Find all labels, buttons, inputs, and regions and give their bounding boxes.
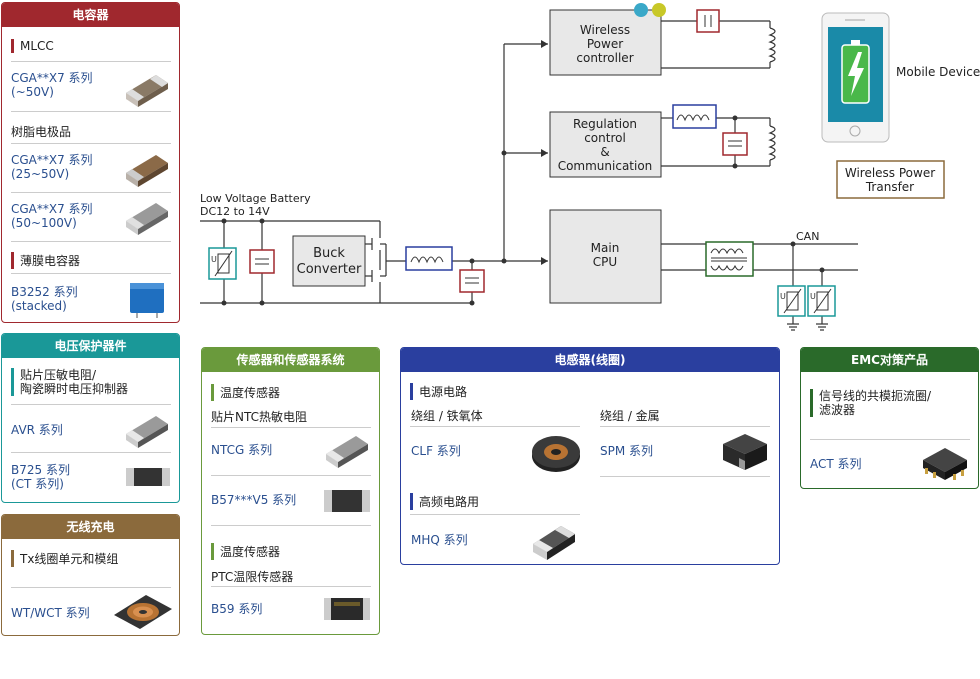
b59-link[interactable]: B59 系列 bbox=[211, 602, 263, 616]
sensor-panel-title: 传感器和传感器系统 bbox=[202, 348, 379, 372]
regulation-block bbox=[549, 111, 662, 178]
inductor-panel: 电感器(线圈) 电源电路 绕组 / 铁氧体 绕组 / 金属 CLF 系列 SPM… bbox=[400, 347, 780, 565]
wireless-power-transfer-box bbox=[836, 160, 945, 199]
ntcg-chip-image bbox=[326, 436, 368, 468]
reg-label-4: Communication bbox=[558, 159, 653, 173]
battery-label-1: Low Voltage Battery bbox=[200, 192, 311, 205]
ferrite-heading: 绕组 / 铁氧体 bbox=[411, 409, 483, 423]
svg-text:U: U bbox=[780, 292, 786, 301]
b57-link[interactable]: B57***V5 系列 bbox=[211, 493, 297, 507]
film-cap-heading: 薄膜电容器 bbox=[11, 252, 80, 269]
cga-x7-25-50v-link[interactable]: CGA**X7 系列 (25~50V) bbox=[11, 153, 93, 181]
capacitor-symbol-reg bbox=[722, 132, 748, 156]
reg-label-3: & bbox=[600, 145, 609, 159]
act-choke-image bbox=[923, 448, 967, 480]
wt-wct-link[interactable]: WT/WCT 系列 bbox=[11, 606, 90, 620]
mlcc-chip-image bbox=[126, 75, 168, 107]
coil-symbol-reg bbox=[768, 125, 776, 161]
buck-label-1: Buck bbox=[313, 246, 345, 261]
sensor-panel: 传感器和传感器系统 温度传感器 贴片NTC热敏电阻 NTCG 系列 B57***… bbox=[201, 347, 380, 635]
protection-panel-title: 电压保护器件 bbox=[2, 334, 179, 358]
teal-dot-icon bbox=[634, 3, 648, 17]
ptc-heading: PTC温限传感器 bbox=[211, 570, 294, 584]
metal-heading: 绕组 / 金属 bbox=[600, 409, 660, 423]
emc-panel: EMC对策产品 信号线的共模扼流圈/ 滤波器 ACT 系列 bbox=[800, 347, 979, 489]
ntcg-link[interactable]: NTCG 系列 bbox=[211, 443, 273, 457]
capacitor-symbol-left bbox=[249, 249, 275, 274]
wpc-label-3: controller bbox=[576, 51, 633, 65]
inductor-panel-title: 电感器(线圈) bbox=[401, 348, 779, 372]
wpc-label-1: Wireless bbox=[580, 23, 630, 37]
act-link[interactable]: ACT 系列 bbox=[810, 457, 862, 471]
wireless-power-controller-block bbox=[549, 9, 662, 76]
capacitor-symbol-wpc bbox=[696, 9, 720, 33]
tvs-diode-symbol-can-2: U bbox=[807, 285, 836, 317]
mobile-device-label: Mobile Device bbox=[896, 65, 980, 79]
inductor-symbol-buck bbox=[405, 246, 453, 271]
cpu-label-2: CPU bbox=[593, 255, 617, 269]
capacitor-symbol-output bbox=[459, 269, 485, 293]
b59-chip-image bbox=[324, 598, 370, 620]
hv-chip-image bbox=[126, 203, 168, 235]
clf-link[interactable]: CLF 系列 bbox=[411, 444, 461, 458]
temp-sensor-heading-1: 温度传感器 bbox=[211, 384, 280, 401]
tx-coil-heading: Tx线圈单元和模组 bbox=[11, 550, 118, 567]
ct-chip-image bbox=[126, 468, 170, 486]
reg-label-2: control bbox=[584, 131, 626, 145]
capacitor-panel: 电容器 MLCC CGA**X7 系列 (~50V) 树脂电极品 CGA**X7… bbox=[1, 2, 180, 323]
mhq-link[interactable]: MHQ 系列 bbox=[411, 533, 468, 547]
capacitor-panel-title: 电容器 bbox=[2, 3, 179, 27]
emc-panel-title: EMC对策产品 bbox=[801, 348, 978, 372]
wpc-label-2: Power bbox=[587, 37, 623, 51]
svg-text:U: U bbox=[810, 292, 816, 301]
resin-chip-image bbox=[126, 155, 168, 187]
tx-coil-image bbox=[114, 595, 172, 629]
cm-choke-heading: 信号线的共模扼流圈/ 滤波器 bbox=[810, 389, 931, 417]
temp-sensor-heading-2: 温度传感器 bbox=[211, 543, 280, 560]
avr-link[interactable]: AVR 系列 bbox=[11, 423, 63, 437]
wireless-panel-title: 无线充电 bbox=[2, 515, 179, 539]
wpt-label-1: Wireless Power bbox=[845, 166, 935, 180]
mobile-device-icon bbox=[821, 12, 890, 143]
wireless-panel: 无线充电 Tx线圈单元和模组 WT/WCT 系列 bbox=[1, 514, 180, 636]
buck-converter-block bbox=[292, 235, 366, 287]
spm-link[interactable]: SPM 系列 bbox=[600, 444, 654, 458]
avr-chip-image bbox=[126, 416, 168, 448]
hf-circuit-heading: 高频电路用 bbox=[410, 493, 479, 510]
spm-inductor-image bbox=[723, 434, 767, 470]
b725-link[interactable]: B725 系列 (CT 系列) bbox=[11, 463, 70, 491]
system-block-diagram: U Buck Converter Low Voltage Battery DC1… bbox=[200, 3, 980, 331]
cga-x7-50v-link[interactable]: CGA**X7 系列 (~50V) bbox=[11, 71, 93, 99]
buck-label-2: Converter bbox=[297, 262, 362, 277]
wpt-label-2: Transfer bbox=[865, 180, 914, 194]
svg-text:U: U bbox=[211, 255, 217, 264]
cpu-label-1: Main bbox=[591, 241, 620, 255]
inductor-symbol-reg bbox=[672, 104, 717, 129]
clf-inductor-image bbox=[532, 436, 580, 472]
battery-label-2: DC12 to 14V bbox=[200, 205, 270, 218]
b3252-link[interactable]: B3252 系列 (stacked) bbox=[11, 285, 78, 313]
common-mode-choke-symbol bbox=[705, 241, 754, 277]
yellow-dot-icon bbox=[652, 3, 666, 17]
tx-coil-symbol-top bbox=[768, 27, 776, 63]
film-cap-image bbox=[130, 283, 164, 318]
ntc-heading: 贴片NTC热敏电阻 bbox=[211, 410, 307, 424]
main-cpu-block bbox=[549, 209, 662, 304]
power-circuit-heading: 电源电路 bbox=[410, 383, 467, 400]
protection-panel: 电压保护器件 贴片压敏电阻/ 陶瓷瞬时电压抑制器 AVR 系列 B725 系列 … bbox=[1, 333, 180, 503]
varistor-heading: 贴片压敏电阻/ 陶瓷瞬时电压抑制器 bbox=[11, 368, 128, 396]
b57-chip-image bbox=[324, 490, 370, 512]
cga-x7-50-100v-link[interactable]: CGA**X7 系列 (50~100V) bbox=[11, 202, 93, 230]
tvs-diode-symbol-left: U bbox=[208, 247, 237, 280]
resin-heading: 树脂电极品 bbox=[11, 125, 72, 139]
mhq-chip-image bbox=[533, 526, 575, 560]
can-label: CAN bbox=[796, 230, 819, 243]
reg-label-1: Regulation bbox=[573, 117, 637, 131]
tvs-diode-symbol-can-1: U bbox=[777, 285, 806, 317]
mlcc-heading: MLCC bbox=[11, 39, 54, 53]
